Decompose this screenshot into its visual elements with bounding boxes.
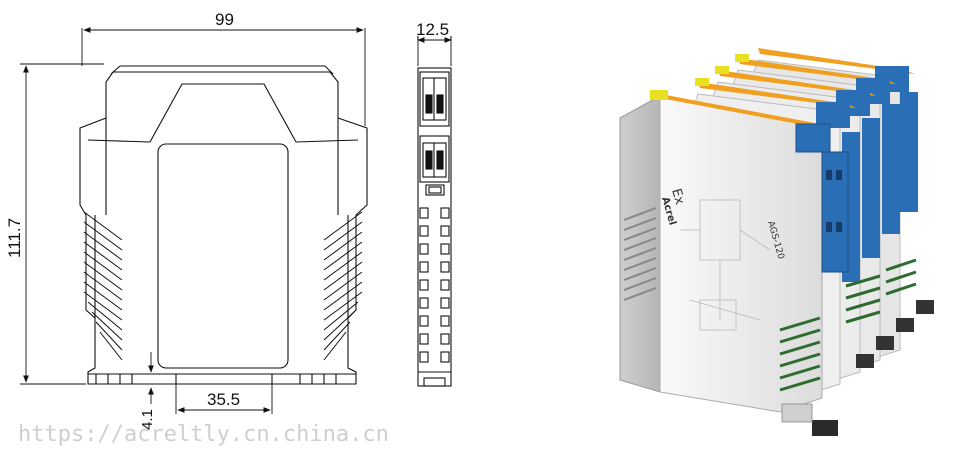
left-vent-slats bbox=[83, 211, 123, 361]
ex-mark: Ex bbox=[668, 187, 687, 207]
module-front: Ex Acrel AGS-120 bbox=[619, 90, 917, 436]
side-slots bbox=[419, 207, 450, 363]
dim-width-label: 99 bbox=[215, 10, 234, 29]
dim-rail-label: 35.5 bbox=[207, 390, 240, 409]
dimension-lines-side bbox=[417, 37, 452, 66]
side-view-drawing bbox=[417, 36, 452, 387]
photo-right-vents bbox=[779, 258, 917, 392]
right-vent-slats bbox=[323, 211, 363, 361]
dimension-lines-front bbox=[20, 27, 366, 414]
watermark-url: https://acreltly.cn.china.cn bbox=[18, 422, 389, 447]
dim-foot-label: 4.1 bbox=[139, 409, 156, 430]
product-photo: Ex Acrel AGS-120 bbox=[619, 48, 934, 436]
photo-left-vents bbox=[623, 207, 657, 301]
terminal-block-icon bbox=[795, 123, 831, 153]
front-view-drawing bbox=[79, 65, 368, 385]
dim-height-label: 111.7 bbox=[5, 218, 24, 258]
dim-side-label: 12.5 bbox=[416, 20, 449, 39]
front-label-graphic bbox=[680, 199, 771, 331]
